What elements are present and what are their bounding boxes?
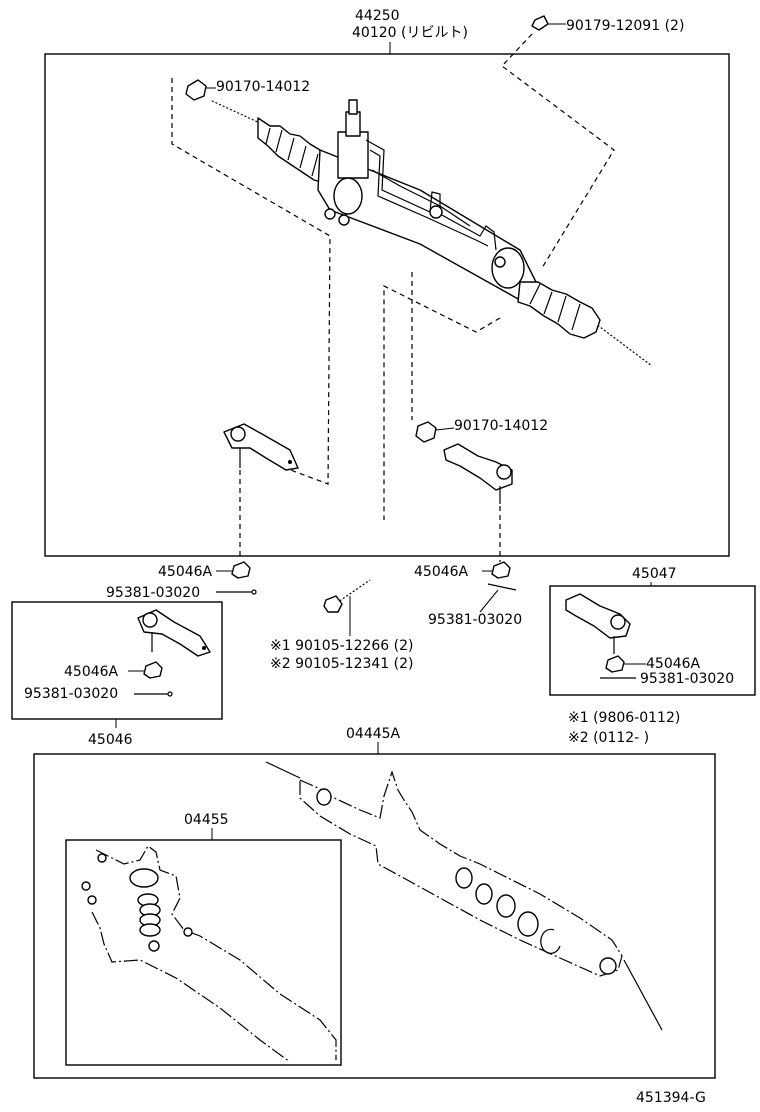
sub-kit-label[interactable]: 04455 — [184, 812, 229, 828]
kit-45047-nut-label[interactable]: 45046A — [646, 656, 701, 672]
kit-45046-nut-label[interactable]: 45046A — [64, 664, 119, 680]
kit-45047-frame — [549, 585, 756, 696]
kit-45047-label[interactable]: 45047 — [632, 566, 677, 582]
left-guide-line — [171, 78, 331, 485]
center-cotter-pin-leader — [479, 589, 499, 613]
kit-45047-nut-icon — [605, 655, 625, 673]
kit-45046-nut-icon — [143, 661, 163, 679]
gasket-kit-frame — [33, 753, 716, 1079]
sub-kit-frame — [65, 839, 342, 1066]
center-bolt-icon — [323, 579, 371, 613]
left-tie-rod-nut-icon — [185, 79, 207, 101]
note-1: ※1 (9806-0112) — [568, 710, 680, 726]
left-cotter-pin-icon — [216, 589, 257, 595]
main-assy-rebuilt-label[interactable]: 40120 (リビルト) — [352, 25, 468, 41]
center-castle-nut-label[interactable]: 45046A — [414, 564, 469, 580]
bolt-2-label[interactable]: ※2 90105-12341 (2) — [270, 656, 414, 672]
left-tie-rod-end-icon — [223, 423, 299, 471]
center-cotter-pin-icon — [487, 583, 517, 591]
kit-45047-pin-label[interactable]: 95381-03020 — [640, 671, 734, 687]
top-nut-guide — [501, 33, 615, 269]
center-guide-line — [383, 285, 501, 520]
center-cotter-pin-label[interactable]: 95381-03020 — [428, 612, 522, 628]
left-tie-rod-nut-label[interactable]: 90170-14012 — [216, 79, 310, 95]
kit-45046-label[interactable]: 45046 — [88, 732, 133, 748]
right-tie-rod-nut-label[interactable]: 90170-14012 — [454, 418, 548, 434]
center-castle-nut-icon — [491, 561, 511, 579]
right-tie-rod-nut-leader — [435, 427, 455, 431]
note-2: ※2 (0112- ) — [568, 730, 649, 746]
kit-45046-tie-rod-end-icon — [137, 609, 211, 657]
gasket-kit-label[interactable]: 04445A — [346, 726, 401, 742]
left-castle-nut-label[interactable]: 45046A — [158, 564, 213, 580]
kit-45046-frame — [11, 601, 223, 720]
bolt-1-label[interactable]: ※1 90105-12266 (2) — [270, 638, 414, 654]
main-assembly-frame — [44, 53, 730, 557]
figure-code: 451394-G — [636, 1090, 706, 1106]
rack-housing-outline-icon — [265, 761, 663, 1031]
right-tie-rod-nut-icon — [415, 421, 437, 443]
right-tie-rod-end-icon — [443, 443, 513, 504]
steering-rack-assembly-icon — [209, 99, 653, 367]
left-cotter-pin-label[interactable]: 95381-03020 — [106, 585, 200, 601]
kit-45046-pin-icon — [134, 691, 173, 697]
kit-45047-tie-rod-end-icon — [565, 593, 631, 654]
valve-housing-closeup-icon — [81, 845, 337, 1063]
main-assy-part-no[interactable]: 44250 — [355, 8, 400, 24]
top-nut-label[interactable]: 90179-12091 (2) — [566, 18, 684, 34]
top-nut-icon — [531, 15, 549, 31]
left-castle-nut-icon — [231, 561, 251, 579]
kit-45046-pin-label[interactable]: 95381-03020 — [24, 686, 118, 702]
